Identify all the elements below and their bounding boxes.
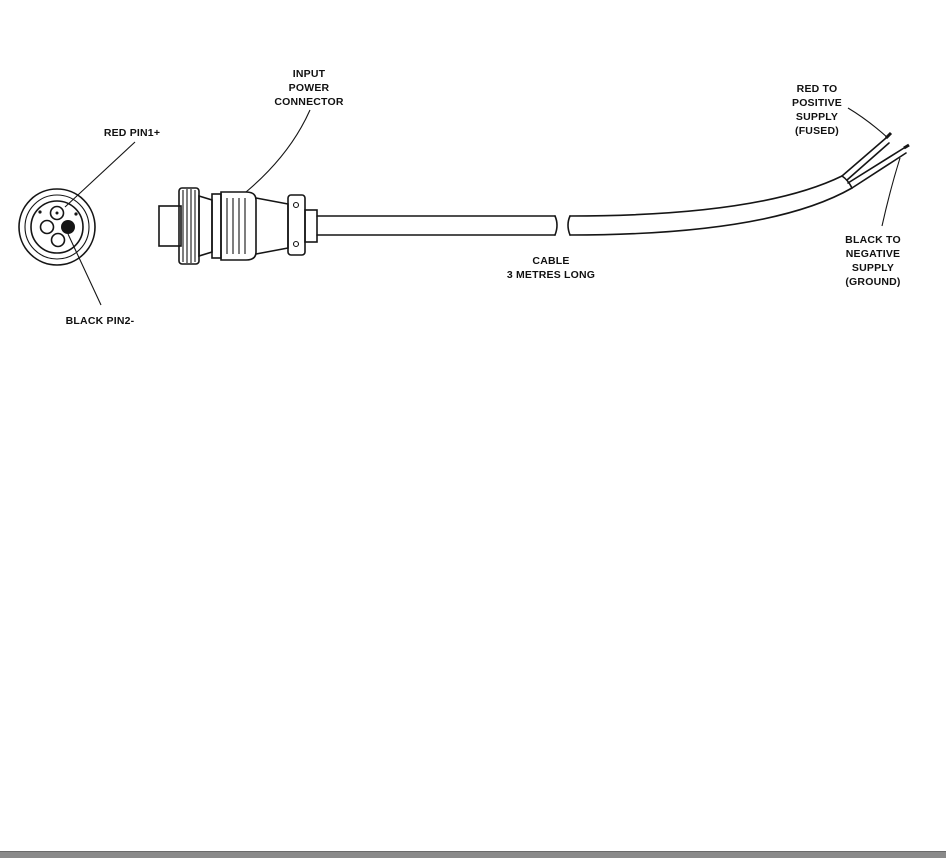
- label-red-pin: RED PIN1+: [104, 127, 160, 139]
- cable: [317, 176, 852, 235]
- pin2: [61, 220, 75, 234]
- connector-face: [19, 189, 95, 265]
- leader-lines: [65, 108, 900, 305]
- pin4: [52, 234, 65, 247]
- label-red-supply-1: RED TO: [797, 83, 838, 95]
- label-black-supply-2: NEGATIVE: [846, 248, 901, 260]
- label-cable-2: 3 METRES LONG: [507, 269, 595, 281]
- label-cable-1: CABLE: [532, 255, 569, 267]
- label-connector-1: INPUT: [293, 68, 326, 80]
- pin3: [41, 221, 54, 234]
- label-red-supply-3: SUPPLY: [796, 111, 838, 123]
- label-red-supply-2: POSITIVE: [792, 97, 842, 109]
- input-power-connector: [159, 188, 317, 264]
- label-red-supply-4: (FUSED): [795, 125, 839, 137]
- label-black-supply-4: (GROUND): [845, 276, 900, 288]
- label-connector-2: POWER: [289, 82, 330, 94]
- label-black-supply-3: SUPPLY: [852, 262, 894, 274]
- label-black-supply-1: BLACK TO: [845, 234, 901, 246]
- label-black-pin: BLACK PIN2-: [66, 315, 135, 327]
- label-connector-3: CONNECTOR: [274, 96, 343, 108]
